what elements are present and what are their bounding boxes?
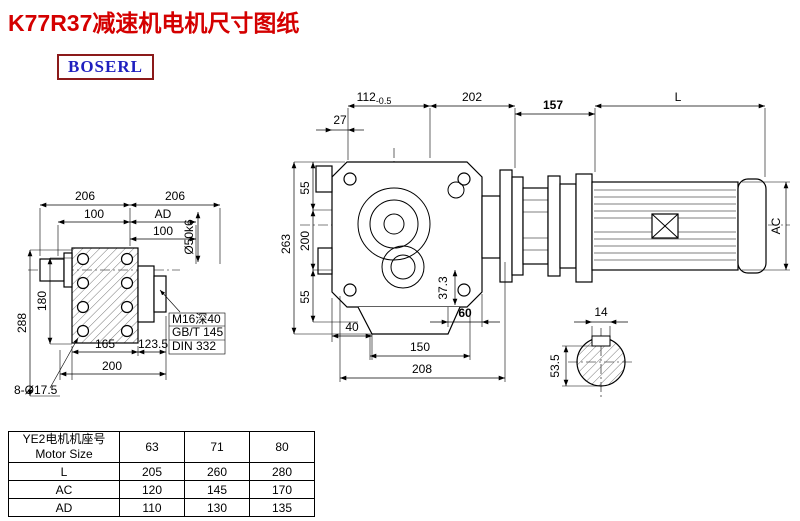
shaft-diameter-label: Ø50k6 (182, 219, 196, 255)
table-header-en: Motor Size (35, 447, 93, 461)
bolt-holes (76, 252, 134, 338)
dim-112-tolerance: -0.5 (376, 96, 392, 106)
table-row-AC: AC 120 145 170 (8, 480, 315, 499)
dim-60: 60 (458, 306, 472, 320)
fan-cowl (737, 178, 767, 274)
dim-165: 165 (95, 337, 115, 351)
row-label-AD: AD (8, 498, 120, 517)
standard-gbt: GB/T 145 (172, 325, 223, 339)
dim-202: 202 (462, 90, 482, 104)
dim-206-right: 206 (165, 189, 185, 203)
table-header-motor-size: YE2电机机座号 Motor Size (8, 431, 120, 463)
dim-112: 112 (357, 90, 376, 104)
table-col-80: 80 (249, 431, 315, 463)
table-header-row: YE2电机机座号 Motor Size 63 71 80 (8, 431, 315, 463)
dim-55-top: 55 (298, 181, 312, 195)
dim-100-top: 100 (84, 207, 104, 221)
cell-L-80: 280 (249, 462, 315, 481)
dim-100-bottom: 100 (153, 224, 173, 238)
dim-288: 288 (15, 313, 29, 333)
dim-180: 180 (35, 291, 49, 311)
standard-din: DIN 332 (172, 339, 216, 353)
dim-40: 40 (345, 320, 359, 334)
left-view-flange (137, 265, 155, 323)
housing-foot (357, 306, 461, 335)
dim-14: 14 (594, 305, 608, 319)
table-row-L: L 205 260 280 (8, 462, 315, 481)
dim-206-left: 206 (75, 189, 95, 203)
holes-callout: 8-Ø17.5 (14, 383, 58, 397)
table-header-cn: YE2电机机座号 (22, 432, 106, 446)
dim-200-main-view: 200 (298, 231, 312, 251)
left-view-shaft (39, 258, 65, 282)
brand-logo: BOSERL (57, 54, 154, 80)
dim-AC: AC (769, 217, 783, 234)
dim-200-left-view: 200 (102, 359, 122, 373)
cell-L-71: 260 (184, 462, 250, 481)
cell-AC-80: 170 (249, 480, 315, 499)
shaft-section-view: 14 53.5 (548, 305, 634, 398)
cell-AC-63: 120 (119, 480, 185, 499)
page-title: K77R37减速机电机尺寸图纸 (8, 10, 300, 36)
table-col-63: 63 (119, 431, 185, 463)
main-view: 112-0.5 202 157 L 27 263 55 200 55 40 (279, 90, 790, 382)
dim-157: 157 (543, 98, 563, 112)
dim-55-bottom: 55 (298, 290, 312, 304)
dim-L: L (675, 90, 682, 104)
cell-AC-71: 145 (184, 480, 250, 499)
helical-stage-adapter (481, 169, 593, 283)
left-view: 206 206 100 AD 100 288 180 165 123.5 200… (14, 189, 226, 397)
cell-AD-63: 110 (119, 498, 185, 517)
svg-text:112-0.5: 112-0.5 (357, 90, 392, 106)
dim-37-3: 37.3 (436, 276, 450, 300)
dim-150: 150 (410, 340, 430, 354)
table-row-AD: AD 110 130 135 (8, 498, 315, 517)
cell-AD-80: 135 (249, 498, 315, 517)
dim-263: 263 (279, 234, 293, 254)
table-col-71: 71 (184, 431, 250, 463)
motor-body (591, 178, 767, 274)
motor-size-table: YE2电机机座号 Motor Size 63 71 80 L 205 260 2… (8, 431, 315, 517)
dim-27: 27 (333, 113, 347, 127)
cell-L-63: 205 (119, 462, 185, 481)
row-label-AC: AC (8, 480, 120, 499)
dim-123-5: 123.5 (138, 337, 168, 351)
keyway (591, 335, 611, 347)
dim-53-5: 53.5 (548, 354, 562, 378)
dim-208: 208 (412, 362, 432, 376)
row-label-L: L (8, 462, 120, 481)
cell-AD-71: 130 (184, 498, 250, 517)
thread-callout: M16深40 (172, 312, 221, 326)
lower-bore-circles (381, 245, 425, 289)
dim-AD: AD (155, 207, 172, 221)
